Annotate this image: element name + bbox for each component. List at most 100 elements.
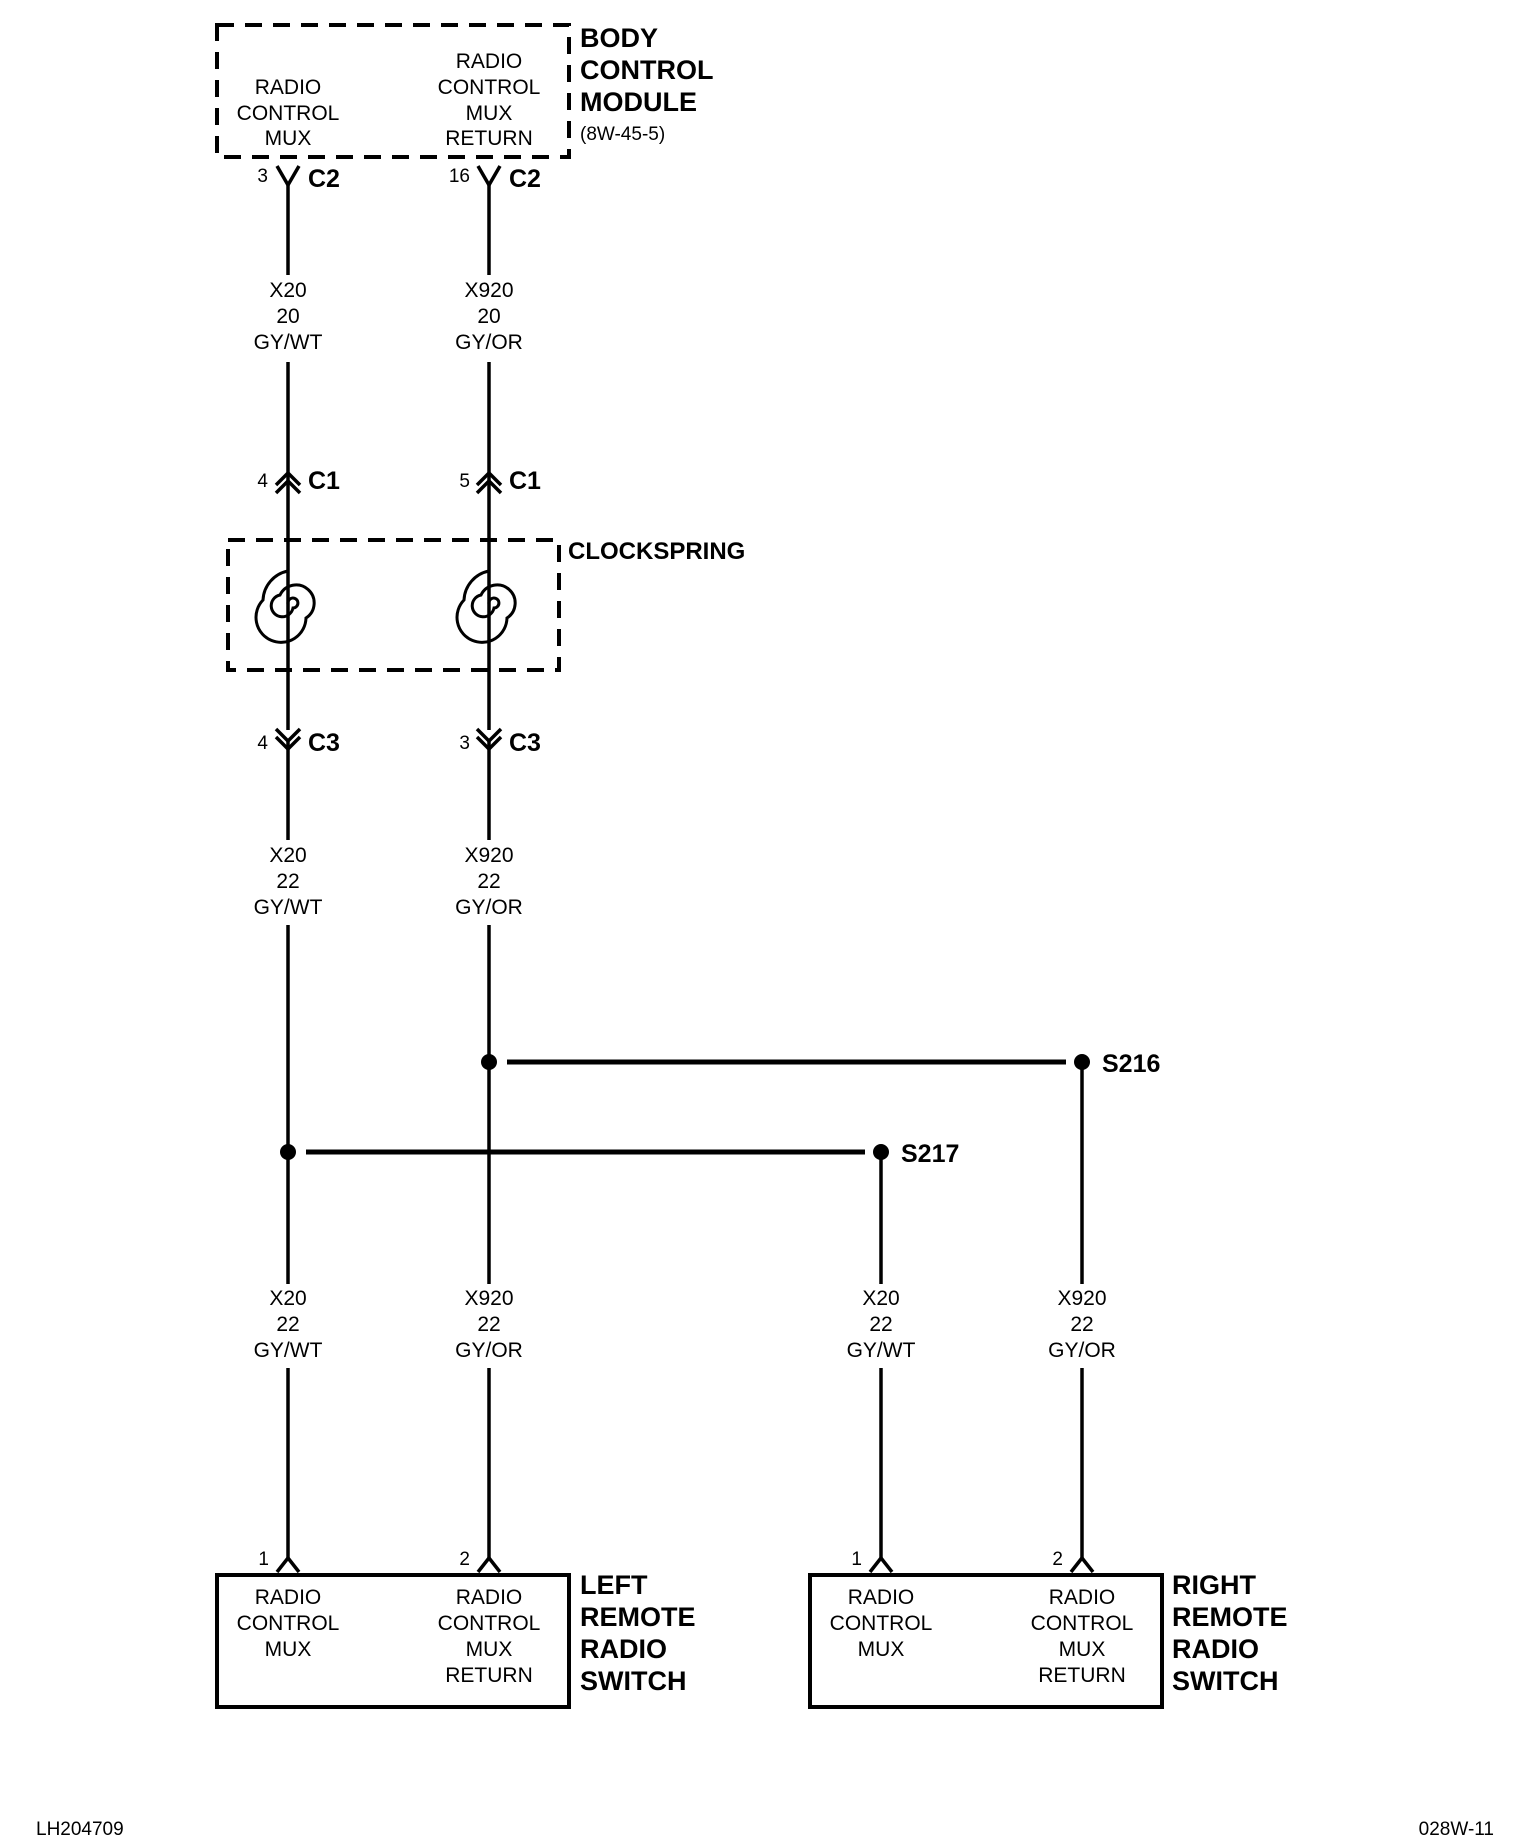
svg-text:RADIO: RADIO	[456, 1586, 523, 1609]
svg-text:X20: X20	[269, 844, 306, 867]
c3-left-label: C3	[308, 729, 340, 757]
c1-right-label: C1	[509, 467, 541, 495]
right-switch-pin-right-label: RADIO CONTROL MUX RETURN	[1031, 1586, 1134, 1687]
wire-label-lower-1: X20 22 GY/WT	[254, 1287, 323, 1362]
svg-text:RADIO: RADIO	[456, 50, 523, 73]
connector-c2-right-symbol	[476, 165, 502, 189]
c2-left-pin: 3	[257, 166, 268, 187]
left-switch-pin2-symbol	[476, 1555, 502, 1574]
wire-label-lower-3: X20 22 GY/WT	[847, 1287, 916, 1362]
c1-left-pin: 4	[257, 471, 268, 492]
splice-s216-node	[1074, 1054, 1090, 1070]
bcm-pin-left-label: RADIO CONTROL MUX	[237, 76, 340, 150]
svg-text:RADIO: RADIO	[255, 76, 322, 99]
footer-left-id: LH204709	[36, 1819, 124, 1840]
wire-label-upper-left: X20 20 GY/WT	[254, 279, 323, 354]
clockspring-coil-left-icon	[254, 569, 316, 644]
svg-text:X920: X920	[464, 844, 513, 867]
splice-s216-node-left	[481, 1054, 497, 1070]
svg-text:X920: X920	[464, 279, 513, 302]
left-switch-pin2: 2	[459, 1549, 470, 1570]
connector-c2-left-symbol	[275, 165, 301, 189]
svg-text:MUX: MUX	[265, 127, 312, 150]
right-switch-pin1-symbol	[868, 1555, 894, 1574]
left-remote-radio-switch-box	[215, 1573, 571, 1709]
svg-text:CONTROL: CONTROL	[438, 76, 541, 99]
connector-c3-left-symbol	[274, 727, 302, 744]
connector-c1-left-symbol	[274, 470, 302, 487]
right-switch-pin-left-label: RADIO CONTROL MUX	[830, 1586, 933, 1661]
wire-label-lower-2: X920 22 GY/OR	[455, 1287, 523, 1362]
svg-text:22: 22	[477, 1313, 500, 1336]
clockspring-label: CLOCKSPRING	[568, 538, 745, 565]
svg-text:GY/WT: GY/WT	[254, 1339, 323, 1362]
clockspring-coil-right-icon	[455, 569, 517, 644]
svg-text:X920: X920	[1057, 1287, 1106, 1310]
svg-text:22: 22	[276, 870, 299, 893]
connector-c3-right-symbol	[475, 727, 503, 744]
svg-text:22: 22	[1070, 1313, 1093, 1336]
svg-text:GY/WT: GY/WT	[254, 896, 323, 919]
left-switch-pin1-symbol	[275, 1555, 301, 1574]
svg-text:X20: X20	[269, 1287, 306, 1310]
wire-label-lower-4: X920 22 GY/OR	[1048, 1287, 1116, 1362]
c2-right-label: C2	[509, 165, 541, 193]
c2-right-pin: 16	[449, 166, 470, 187]
svg-text:RADIO: RADIO	[1172, 1634, 1259, 1664]
svg-text:RETURN: RETURN	[445, 1664, 533, 1687]
svg-text:CONTROL: CONTROL	[438, 1612, 541, 1635]
svg-text:MUX: MUX	[858, 1638, 905, 1661]
svg-text:CONTROL: CONTROL	[830, 1612, 933, 1635]
svg-text:BODY: BODY	[580, 23, 658, 53]
c2-left-label: C2	[308, 165, 340, 193]
right-switch-pin2-symbol	[1069, 1555, 1095, 1574]
svg-text:RADIO: RADIO	[1049, 1586, 1116, 1609]
svg-text:22: 22	[869, 1313, 892, 1336]
connector-c1-right-symbol	[475, 470, 503, 487]
c3-left-pin: 4	[257, 733, 268, 754]
body-control-module-box	[215, 23, 571, 159]
footer-right-id: 028W-11	[1419, 1819, 1494, 1840]
svg-text:20: 20	[276, 305, 299, 328]
svg-text:MUX: MUX	[466, 102, 513, 125]
svg-text:RIGHT: RIGHT	[1172, 1570, 1257, 1600]
svg-text:MUX: MUX	[1059, 1638, 1106, 1661]
clockspring-box	[226, 538, 561, 672]
svg-text:SWITCH: SWITCH	[580, 1666, 686, 1696]
c3-right-label: C3	[509, 729, 541, 757]
svg-text:MUX: MUX	[265, 1638, 312, 1661]
splice-s216-label: S216	[1102, 1050, 1160, 1078]
svg-text:CONTROL: CONTROL	[237, 1612, 340, 1635]
splice-s217-node-left	[280, 1144, 296, 1160]
svg-text:CONTROL: CONTROL	[237, 102, 340, 125]
left-switch-pin1: 1	[258, 1549, 269, 1570]
splice-s217-label: S217	[901, 1140, 959, 1168]
c1-left-label: C1	[308, 467, 340, 495]
svg-text:LEFT: LEFT	[580, 1570, 648, 1600]
svg-text:X20: X20	[862, 1287, 899, 1310]
wire-label-middle-left: X20 22 GY/WT	[254, 844, 323, 919]
svg-text:CONTROL: CONTROL	[1031, 1612, 1134, 1635]
svg-text:22: 22	[276, 1313, 299, 1336]
left-switch-pin-left-label: RADIO CONTROL MUX	[237, 1586, 340, 1661]
svg-text:CONTROL: CONTROL	[580, 55, 713, 85]
c3-right-pin: 3	[459, 733, 470, 754]
wire-label-middle-right: X920 22 GY/OR	[455, 844, 523, 919]
c1-right-pin: 5	[459, 471, 470, 492]
right-switch-pin2: 2	[1052, 1549, 1063, 1570]
svg-text:RETURN: RETURN	[445, 127, 533, 150]
wire-label-upper-right: X920 20 GY/OR	[455, 279, 523, 354]
splice-s217-node	[873, 1144, 889, 1160]
svg-text:REMOTE: REMOTE	[1172, 1602, 1288, 1632]
left-switch-pin-right-label: RADIO CONTROL MUX RETURN	[438, 1586, 541, 1687]
svg-text:RADIO: RADIO	[580, 1634, 667, 1664]
svg-text:GY/WT: GY/WT	[254, 331, 323, 354]
bcm-pin-right-label: RADIO CONTROL MUX RETURN	[438, 50, 541, 150]
bcm-title: BODY CONTROL MODULE (8W-45-5)	[580, 23, 713, 145]
svg-text:RADIO: RADIO	[848, 1586, 915, 1609]
svg-text:REMOTE: REMOTE	[580, 1602, 696, 1632]
svg-text:22: 22	[477, 870, 500, 893]
svg-text:SWITCH: SWITCH	[1172, 1666, 1278, 1696]
svg-text:GY/WT: GY/WT	[847, 1339, 916, 1362]
svg-text:GY/OR: GY/OR	[455, 331, 523, 354]
